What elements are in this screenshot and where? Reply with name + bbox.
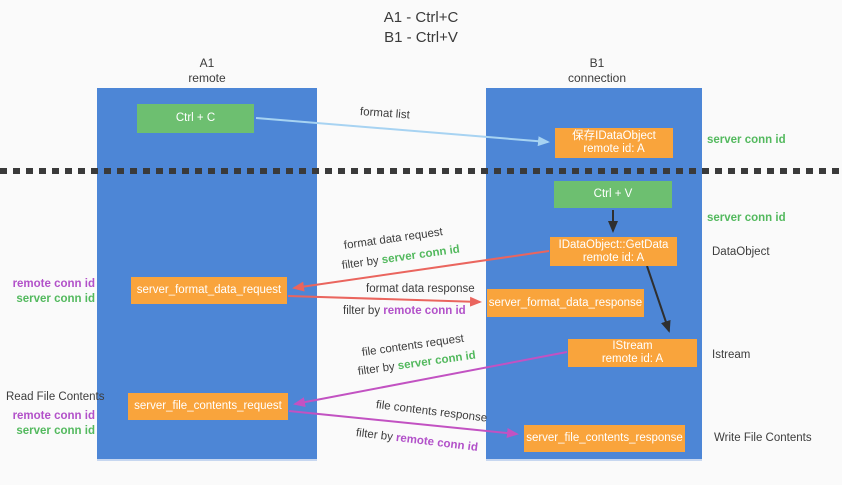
node-server-format-data-request-label: server_format_data_request <box>136 284 282 296</box>
filter-by-text-2: filter by <box>343 305 384 317</box>
node-getdata-line1: IDataObject::GetData <box>558 238 669 251</box>
title-line-1: A1 - Ctrl+C <box>383 9 459 26</box>
node-getdata-line2: remote id: A <box>582 251 645 264</box>
node-ctrl-c: Ctrl + C <box>137 104 254 133</box>
diagram-title: A1 - Ctrl+C B1 - Ctrl+V <box>0 8 842 48</box>
node-save-dataobject-line2: remote id: A <box>583 143 645 155</box>
file-contents-request-arrow <box>293 351 568 408</box>
format-data-response-arrow <box>287 295 482 307</box>
read-file-contents-label: Read File Contents <box>6 391 105 403</box>
column-a-header: A1 remote <box>147 56 267 86</box>
column-b-header: B1 connection <box>537 56 657 86</box>
label-format-data-response: format data response <box>366 283 475 295</box>
section-divider <box>0 168 842 174</box>
node-server-file-contents-request: server_file_contents_request <box>128 393 288 420</box>
column-b-id: B1 <box>589 56 605 70</box>
label-filter-by-remote-1: filter by remote conn id <box>343 305 466 317</box>
left-remote-conn-id-1: remote conn id <box>12 278 95 290</box>
format-data-request-arrow <box>292 250 550 292</box>
file-contents-response-arrow <box>288 410 519 438</box>
remote-conn-id-text-1: remote conn id <box>383 305 466 317</box>
node-ctrl-c-label: Ctrl + C <box>175 112 216 124</box>
node-istream-line1: IStream <box>612 340 653 352</box>
node-server-file-contents-response: server_file_contents_response <box>524 425 685 452</box>
left-server-conn-id-2: server conn id <box>16 425 95 437</box>
right-server-conn-id-1: server conn id <box>707 134 786 146</box>
node-istream: IStream remote id: A <box>568 339 697 367</box>
left-server-conn-id-1: server conn id <box>16 293 95 305</box>
column-a-id: A1 <box>199 56 215 70</box>
node-server-format-data-request: server_format_data_request <box>131 277 287 304</box>
right-server-conn-id-2: server conn id <box>707 212 786 224</box>
istream-label: Istream <box>712 349 751 361</box>
node-ctrl-v: Ctrl + V <box>554 181 672 208</box>
node-istream-line2: remote id: A <box>601 353 664 365</box>
node-server-file-contents-request-label: server_file_contents_request <box>134 400 282 412</box>
left-conn-id-pair-1: remote conn id server conn id <box>5 277 95 307</box>
dataobject-label: DataObject <box>712 246 770 258</box>
node-server-file-contents-response-label: server_file_contents_response <box>526 432 683 444</box>
column-a-role: remote <box>188 71 226 85</box>
left-conn-id-pair-2: remote conn id server conn id <box>5 409 95 439</box>
node-server-format-data-response: server_format_data_response <box>487 289 644 317</box>
title-line-2: B1 - Ctrl+V <box>384 29 458 46</box>
node-getdata: IDataObject::GetData remote id: A <box>550 237 677 266</box>
column-b-role: connection <box>567 71 627 85</box>
node-save-dataobject-line1: 保存IDataObject <box>572 130 656 142</box>
left-remote-conn-id-2: remote conn id <box>12 410 95 422</box>
node-save-dataobject: 保存IDataObject remote id: A <box>555 128 673 158</box>
node-server-format-data-response-label: server_format_data_response <box>488 296 643 309</box>
format-list-arrow <box>255 117 550 147</box>
node-ctrl-v-label: Ctrl + V <box>593 188 633 200</box>
write-file-contents-label: Write File Contents <box>714 432 812 444</box>
getdata-to-istream-arrow <box>646 265 671 333</box>
